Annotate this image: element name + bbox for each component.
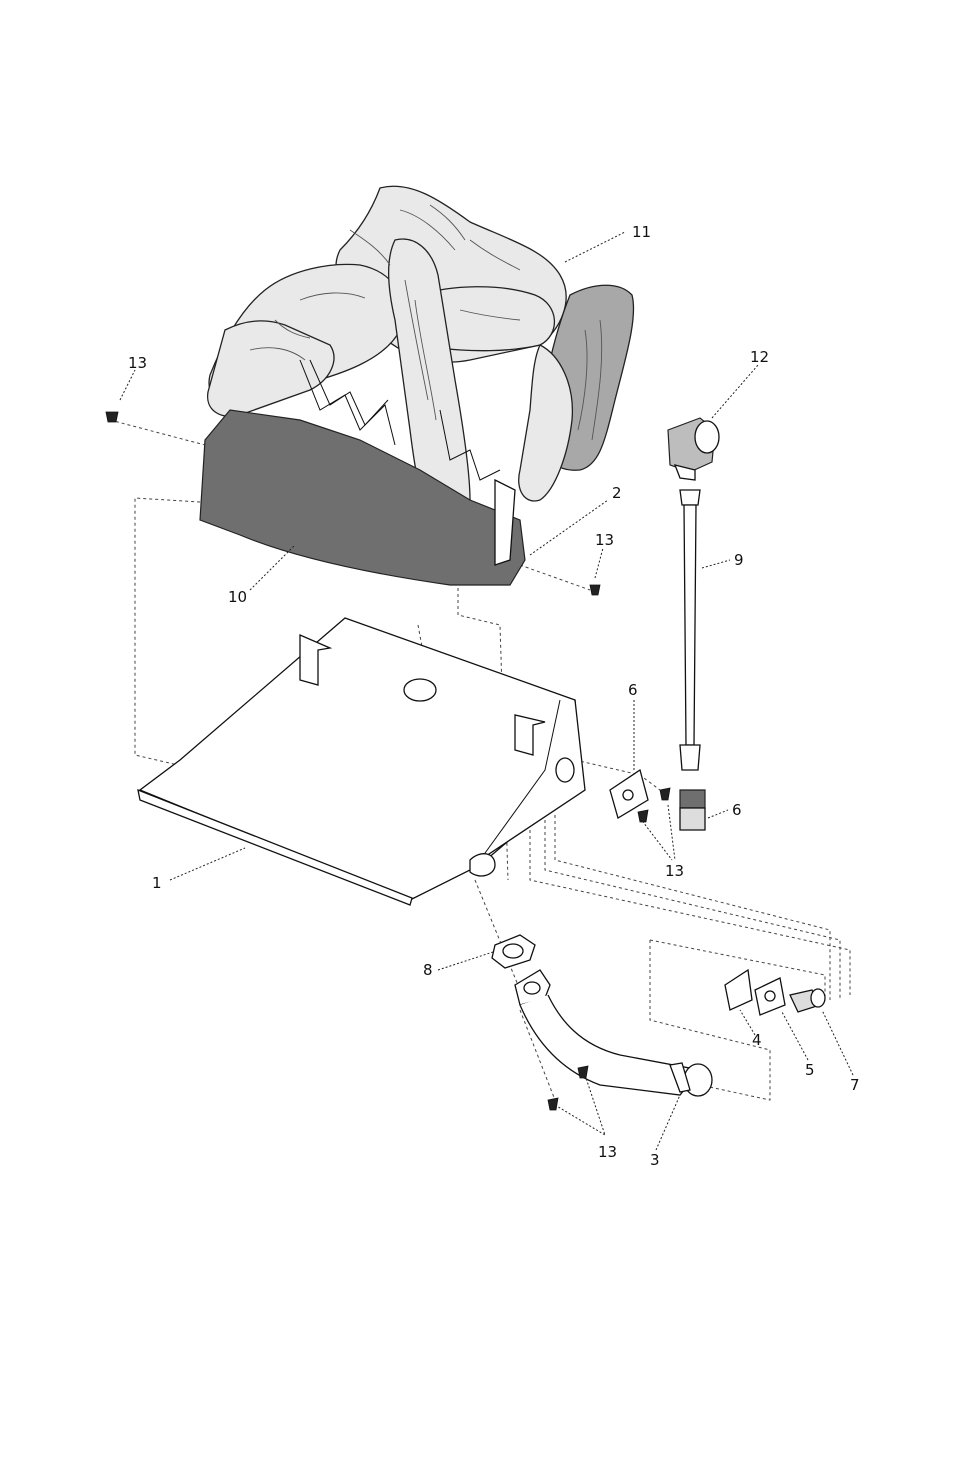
callout-5: 5 xyxy=(805,1061,815,1079)
screw-13c xyxy=(660,788,670,800)
callout-6-upper: 6 xyxy=(628,681,638,699)
screw-13a xyxy=(106,412,118,422)
callout-6-lower: 6 xyxy=(732,801,742,819)
callout-2: 2 xyxy=(612,484,622,502)
burner-tube xyxy=(515,970,712,1096)
base-pan xyxy=(138,618,585,905)
callout-1: 1 xyxy=(152,874,162,892)
callout-4: 4 xyxy=(752,1031,762,1049)
screw-13d2 xyxy=(578,1066,588,1078)
callout-7: 7 xyxy=(850,1076,860,1094)
pilot-assembly xyxy=(725,970,825,1015)
callout-9: 9 xyxy=(734,551,744,569)
screw-13c2 xyxy=(638,810,648,822)
screw-13d xyxy=(548,1098,558,1110)
callout-3: 3 xyxy=(650,1151,660,1169)
callout-13-right: 13 xyxy=(595,531,614,549)
callout-13-top-left: 13 xyxy=(128,354,147,372)
callout-12: 12 xyxy=(750,348,769,366)
callout-13-bottom: 13 xyxy=(598,1143,617,1161)
callout-10: 10 xyxy=(228,588,247,606)
orifice-fitting xyxy=(680,790,705,830)
callout-11: 11 xyxy=(632,223,651,241)
screw-13b xyxy=(590,585,600,595)
elbow-fitting xyxy=(668,418,719,480)
gasket xyxy=(492,935,535,968)
callout-8: 8 xyxy=(423,961,433,979)
callout-13-middle: 13 xyxy=(665,862,684,880)
gas-tube xyxy=(680,490,700,770)
